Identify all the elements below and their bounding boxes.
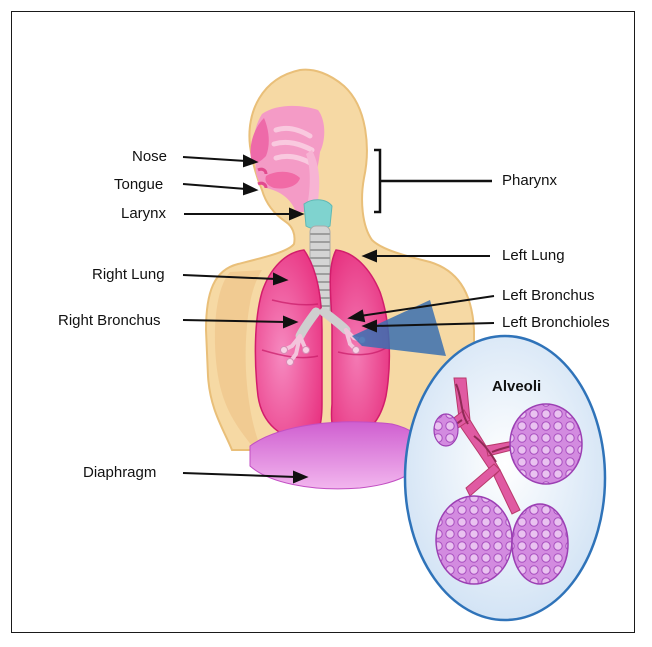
label-nose: Nose [132, 148, 167, 166]
label-pharynx: Pharynx [502, 172, 557, 190]
label-larynx: Larynx [121, 205, 166, 223]
label-right-bronchus: Right Bronchus [58, 312, 161, 330]
label-left-bronchioles: Left Bronchioles [502, 314, 610, 332]
label-alveoli: Alveoli [492, 378, 541, 395]
label-right-lung: Right Lung [92, 266, 165, 284]
larynx-shape [304, 200, 332, 229]
label-diaphragm: Diaphragm [83, 464, 156, 482]
label-left-bronchus: Left Bronchus [502, 287, 595, 305]
label-left-lung: Left Lung [502, 247, 565, 265]
label-tongue: Tongue [114, 176, 163, 194]
pharynx-bracket [374, 150, 492, 212]
